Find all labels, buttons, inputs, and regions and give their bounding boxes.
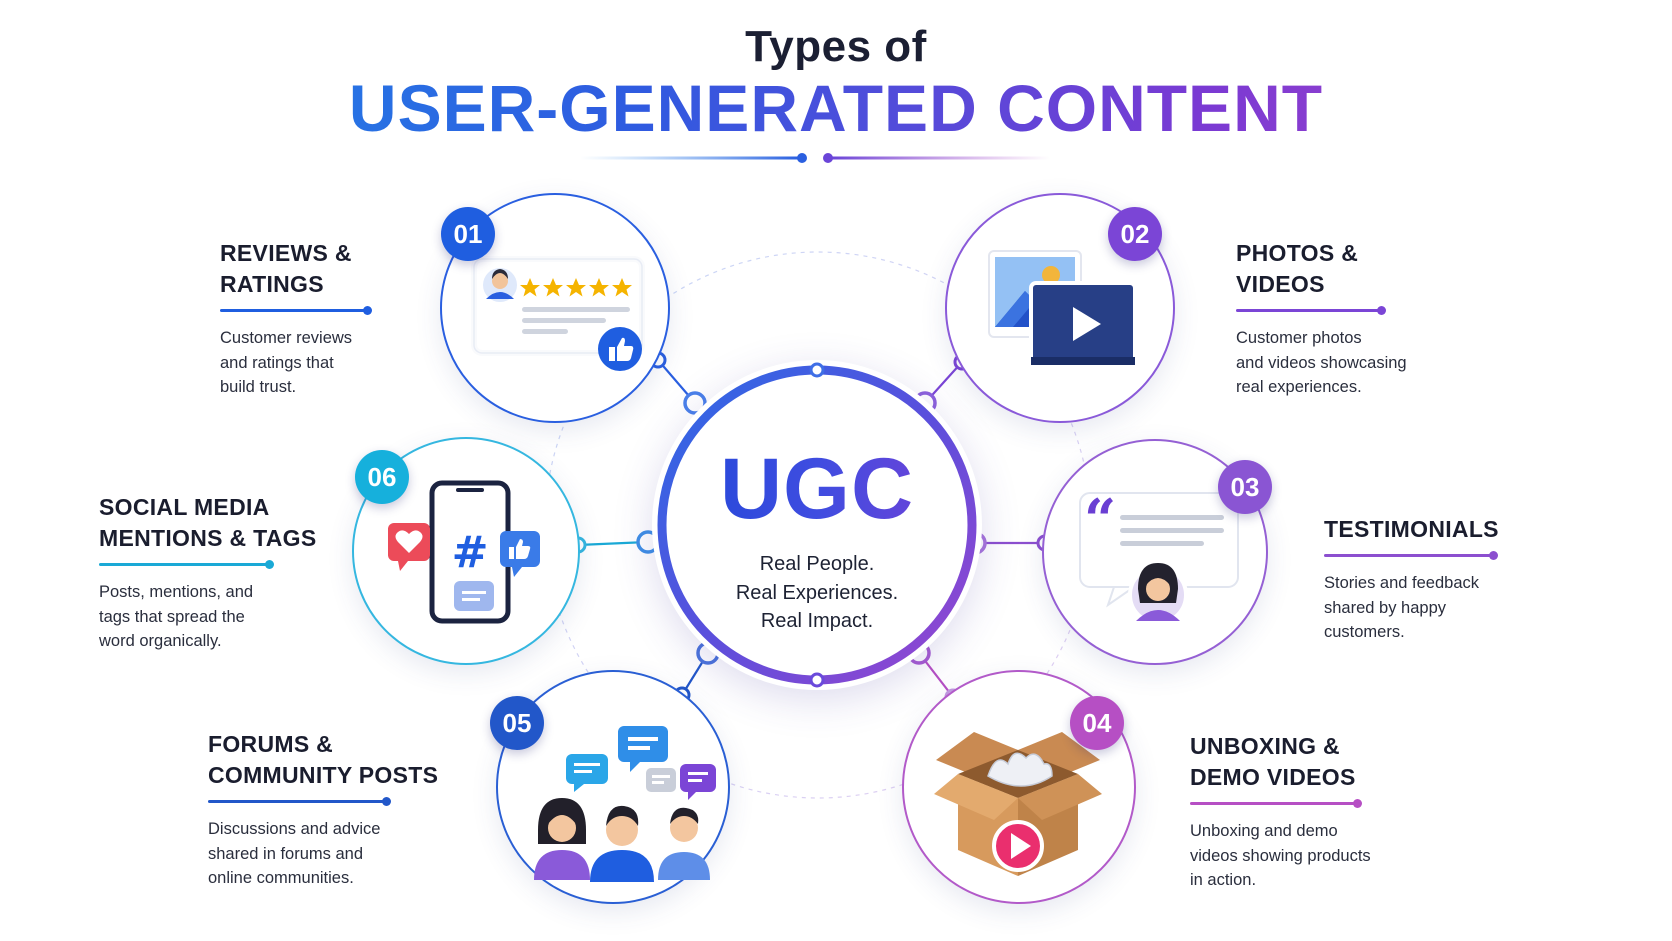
title-line-1: Types of bbox=[745, 22, 927, 71]
label-social-media: SOCIAL MEDIA MENTIONS & TAGS Posts, ment… bbox=[99, 492, 316, 654]
heading-reviews-ratings: REVIEWS & RATINGS bbox=[220, 240, 352, 297]
heading-photos-videos: PHOTOS & VIDEOS bbox=[1236, 240, 1359, 297]
label-photos-videos: PHOTOS & VIDEOS Customer photos and vide… bbox=[1236, 238, 1407, 400]
photo-video-icon bbox=[988, 250, 1137, 367]
unboxing-box-icon bbox=[934, 732, 1102, 876]
badge-01: 01 bbox=[441, 207, 495, 261]
underline-forums-community bbox=[208, 797, 391, 806]
testimonial-quote-icon: “ bbox=[1079, 487, 1239, 625]
desc-testimonials: Stories and feedback shared by happy cus… bbox=[1324, 574, 1480, 641]
badge-03: 03 bbox=[1218, 460, 1272, 514]
svg-text:#: # bbox=[452, 527, 489, 578]
badge-06: 06 bbox=[355, 450, 409, 504]
desc-unboxing-demo: Unboxing and demo videos showing product… bbox=[1190, 822, 1371, 889]
ugc-tagline: Real People. Real Experiences. Real Impa… bbox=[735, 553, 899, 632]
community-chat-icon bbox=[534, 726, 716, 882]
desc-social-media: Posts, mentions, and tags that spread th… bbox=[99, 583, 254, 650]
label-forums-community: FORUMS & COMMUNITY POSTS Discussions and… bbox=[208, 729, 438, 891]
underline-reviews-ratings bbox=[220, 306, 372, 315]
center-ring bbox=[657, 362, 977, 688]
social-phone-icon: # bbox=[388, 480, 540, 624]
underline-photos-videos bbox=[1236, 306, 1386, 315]
badge-05: 05 bbox=[490, 696, 544, 750]
desc-reviews-ratings: Customer reviews and ratings that build … bbox=[220, 329, 353, 396]
label-unboxing-demo: UNBOXING & DEMO VIDEOS Unboxing and demo… bbox=[1190, 731, 1371, 893]
ugc-acronym: UGC bbox=[652, 440, 982, 539]
heading-social-media: SOCIAL MEDIA MENTIONS & TAGS bbox=[99, 494, 317, 551]
svg-text:“: “ bbox=[1084, 487, 1116, 553]
title-main: USER-GENERATED CONTENT bbox=[0, 70, 1672, 146]
underline-social-media bbox=[99, 560, 274, 569]
title-divider bbox=[580, 153, 1050, 163]
label-testimonials: TESTIMONIALS Stories and feedback shared… bbox=[1324, 514, 1499, 645]
ugc-center-circle: UGC Real People. Real Experiences. Real … bbox=[652, 360, 982, 690]
review-card-icon bbox=[471, 256, 645, 371]
badge-04: 04 bbox=[1070, 696, 1124, 750]
badge-02: 02 bbox=[1108, 207, 1162, 261]
desc-forums-community: Discussions and advice shared in forums … bbox=[208, 820, 381, 887]
underline-unboxing-demo bbox=[1190, 799, 1362, 808]
heading-unboxing-demo: UNBOXING & DEMO VIDEOS bbox=[1190, 733, 1356, 790]
heading-forums-community: FORUMS & COMMUNITY POSTS bbox=[208, 731, 439, 788]
underline-testimonials bbox=[1324, 551, 1498, 560]
label-reviews-ratings: REVIEWS & RATINGS Customer reviews and r… bbox=[220, 238, 372, 400]
desc-photos-videos: Customer photos and videos showcasing re… bbox=[1236, 329, 1407, 396]
node-forums-community bbox=[496, 670, 730, 904]
heading-testimonials: TESTIMONIALS bbox=[1324, 516, 1499, 542]
